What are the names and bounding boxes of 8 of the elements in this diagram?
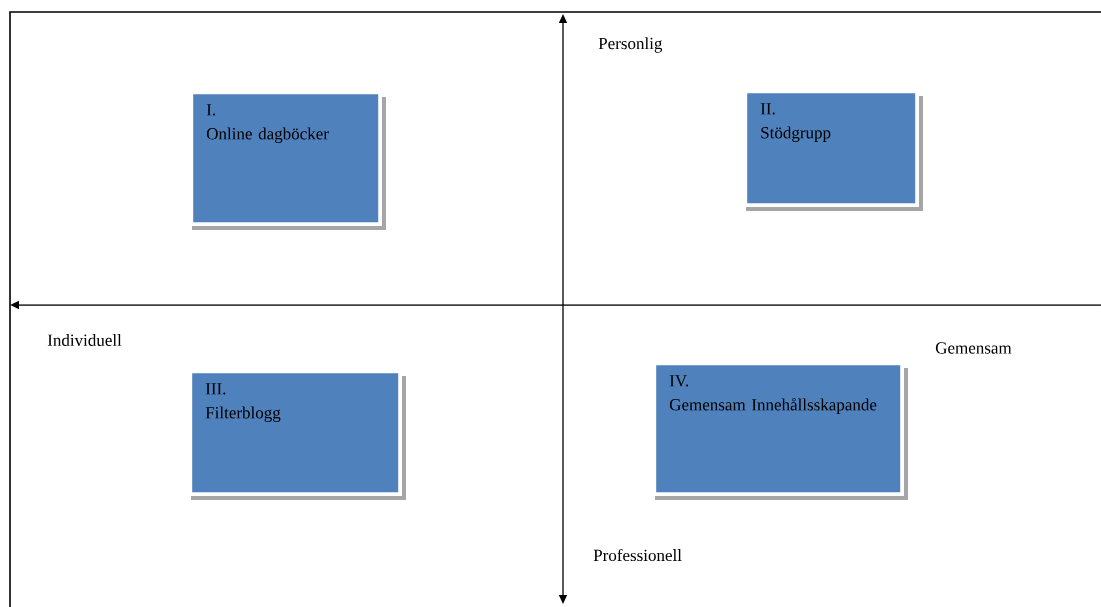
box: III. Filterblogg (187, 369, 406, 500)
axis-label: Professionell (593, 548, 682, 562)
box: IV. Gemensam Innehållsskapande (651, 361, 908, 500)
axis-label: Gemensam (935, 342, 1012, 354)
axis-label: Individuell (47, 334, 122, 346)
axis-label: Personlig (598, 37, 663, 53)
box: I. Online dagböcker (188, 90, 386, 230)
box: II. Stödgrupp (742, 89, 923, 211)
